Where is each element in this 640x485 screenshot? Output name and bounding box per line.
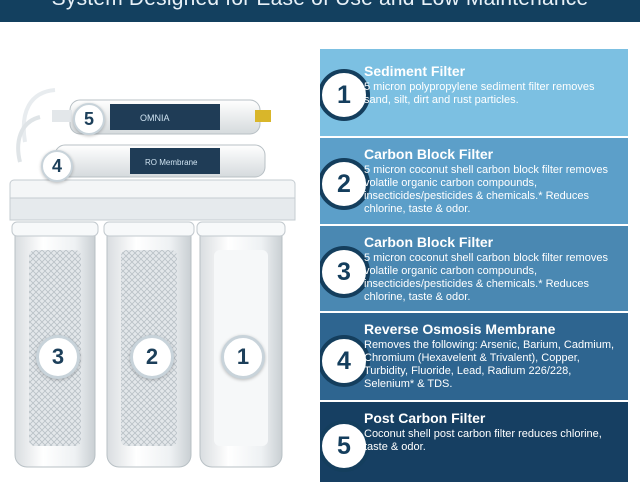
svg-text:OMNIA: OMNIA	[140, 113, 170, 123]
stage-3-title: Carbon Block Filter	[364, 234, 494, 250]
stage-4-number: 4	[320, 335, 370, 387]
stage-3-marker: 3	[36, 335, 80, 379]
stage-1-title: Sediment Filter	[364, 63, 466, 79]
stage-1-description: 5 micron polypropylene sediment filter r…	[364, 81, 595, 106]
stage-5-number: 5	[320, 420, 370, 472]
stage-4-panel: 4 Reverse Osmosis Membrane Removes the f…	[320, 311, 628, 402]
stage-5-panel: 5 Post Carbon Filter Coconut shell post …	[320, 400, 628, 482]
stage-5-description: Coconut shell post carbon filter reduces…	[364, 428, 602, 453]
stage-1-marker: 1	[221, 335, 265, 379]
filter-system-drawing: OMNIA RO Membrane	[9, 88, 296, 468]
svg-text:RO Membrane: RO Membrane	[145, 158, 198, 167]
top-banner: System Designed for Ease of Use and Low …	[0, 0, 640, 22]
filter-stages-list: 1 Sediment Filter 5 micron polypropylene…	[320, 47, 628, 482]
stage-2-panel: 2 Carbon Block Filter 5 micron coconut s…	[320, 136, 628, 226]
stage-2-number: 2	[320, 158, 370, 210]
stage-2-description: 5 micron coconut shell carbon block filt…	[364, 164, 608, 215]
stage-5-marker: 5	[73, 103, 105, 135]
stage-4-marker: 4	[41, 150, 73, 182]
stage-5-title: Post Carbon Filter	[364, 410, 486, 426]
filter-system-illustration: OMNIA RO Membrane 5 4 3 2 1	[0, 22, 320, 480]
stage-1-number: 1	[320, 69, 370, 121]
stage-1-panel: 1 Sediment Filter 5 micron polypropylene…	[320, 47, 628, 138]
stage-3-description: 5 micron coconut shell carbon block filt…	[364, 252, 608, 303]
stage-3-panel: 3 Carbon Block Filter 5 micron coconut s…	[320, 224, 628, 313]
stage-4-title: Reverse Osmosis Membrane	[364, 321, 556, 337]
stage-3-number: 3	[320, 246, 370, 298]
banner-title: System Designed for Ease of Use and Low …	[0, 0, 640, 11]
stage-2-marker: 2	[130, 335, 174, 379]
stage-2-title: Carbon Block Filter	[364, 146, 494, 162]
stage-4-description: Removes the following: Arsenic, Barium, …	[364, 339, 615, 390]
